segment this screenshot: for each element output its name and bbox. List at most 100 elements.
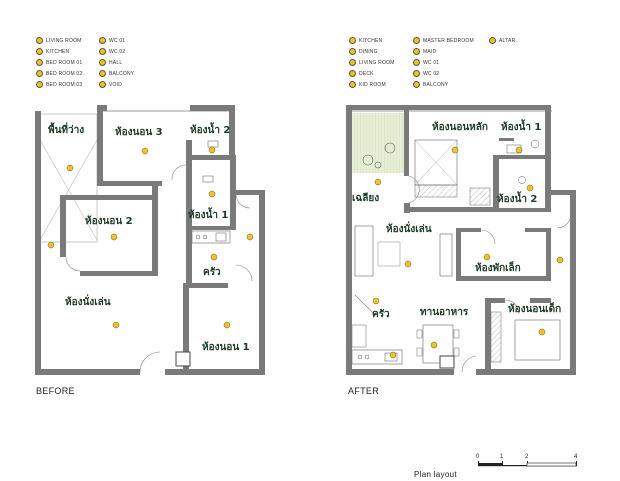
room-marker-icon: [556, 256, 564, 264]
legend-item: BED ROOM 02: [36, 70, 82, 78]
door-swing: [556, 213, 572, 229]
door-swing: [354, 294, 376, 316]
stove-icon: [202, 234, 208, 240]
cabinet: [469, 187, 491, 206]
room-marker-icon: [430, 341, 438, 349]
legend-item: BED ROOM 01: [36, 59, 82, 67]
legend-item: KITCHEN: [349, 37, 382, 45]
chair-icon: [453, 329, 460, 339]
legend-marker-icon: [413, 81, 420, 88]
legend-item: MASTER BEDROOM: [413, 37, 474, 45]
legend-marker-icon: [413, 70, 420, 77]
scale-tick-label: 2: [525, 454, 529, 460]
after-plan: ห้องนอนหลัก ห้องน้ำ 1 เฉลียง ห้องน้ำ 2 ห…: [346, 105, 576, 375]
legend-marker-icon: [99, 81, 106, 88]
room-label-deck: เฉลียง: [352, 192, 379, 204]
room-marker-icon: [389, 351, 397, 359]
utility-box: [439, 355, 455, 369]
room-label-master: ห้องนอนหลัก: [432, 121, 488, 133]
scale-title: Plan layout: [414, 470, 457, 479]
legend-marker-icon: [36, 70, 43, 77]
door-swing: [461, 355, 477, 373]
legend-item: HALL: [99, 59, 122, 67]
room-label-maid: ห้องพักเล็ก: [475, 260, 521, 274]
room-label-bed2: ห้องนอน 2: [85, 215, 133, 227]
side-table-icon: [374, 161, 382, 169]
legend-item: WC 02: [99, 48, 125, 56]
after-walls: [346, 105, 576, 375]
room-marker-icon: [404, 260, 412, 268]
legend-marker-icon: [99, 37, 106, 44]
legend-item: DINING: [349, 48, 378, 56]
room-marker-icon: [526, 184, 534, 192]
room-label-dining: ทานอาหาร: [420, 307, 469, 318]
toilet-icon: [530, 139, 540, 149]
deck-planting: [352, 113, 404, 173]
legend-item: BALCONY: [99, 70, 134, 78]
door-swing: [480, 229, 496, 245]
legend-marker-icon: [413, 48, 420, 55]
legend-item: LIVING ROOM: [349, 59, 395, 67]
legend-marker-icon: [349, 81, 356, 88]
coffee-table: [377, 241, 401, 267]
scale-tick-label: 4: [574, 454, 578, 460]
deck-chair-icon: [384, 142, 396, 154]
legend-marker-icon: [489, 37, 496, 44]
room-marker-icon: [66, 164, 74, 172]
before-markers: [47, 146, 254, 329]
room-marker-icon: [208, 146, 216, 154]
legend-marker-icon: [36, 81, 43, 88]
door-swing: [408, 175, 420, 204]
room-marker-icon: [112, 321, 120, 329]
room-label-living: ห้องนั่งเล่น: [386, 221, 432, 235]
toilet-icon: [202, 175, 214, 183]
legend-item: KID ROOM: [349, 81, 386, 89]
legend-marker-icon: [349, 70, 356, 77]
legend-marker-icon: [36, 48, 43, 55]
legend-marker-icon: [413, 59, 420, 66]
room-label-wc1: ห้องน้ำ 1: [501, 119, 541, 133]
scale-tick-label: 1: [500, 454, 504, 460]
legend-item: BALCONY: [413, 81, 448, 89]
legend-item: LIVING ROOM: [36, 37, 82, 45]
legend-marker-icon: [349, 48, 356, 55]
room-label-bed1: ห้องนอน 1: [202, 341, 250, 353]
deck-chair-icon: [362, 154, 374, 166]
room-label-kitchen: ครัว: [203, 266, 221, 278]
legend-item: KITCHEN: [36, 48, 69, 56]
door-swing: [139, 351, 161, 373]
utility-box: [175, 351, 191, 367]
stove-icon: [364, 354, 370, 360]
room-marker-icon: [141, 147, 149, 155]
toilet-icon: [518, 176, 526, 184]
stove-icon: [357, 354, 363, 360]
kitchen-counter: [191, 230, 231, 244]
room-marker-icon: [210, 253, 218, 261]
door-swing: [171, 164, 187, 181]
before-caption: BEFORE: [36, 386, 75, 396]
legend-item: WC 01: [99, 37, 125, 45]
scale-bar: [478, 461, 577, 467]
legend-marker-icon: [99, 59, 106, 66]
legend-marker-icon: [349, 37, 356, 44]
chair-icon: [416, 329, 423, 339]
toilet-icon: [207, 140, 219, 148]
room-marker-icon: [538, 328, 546, 336]
room-label-wc2: ห้องน้ำ 2: [190, 122, 230, 136]
room-marker-icon: [374, 178, 382, 186]
room-marker-icon: [246, 233, 254, 241]
room-label-wc2: ห้องน้ำ 2: [497, 191, 537, 205]
legend-marker-icon: [413, 37, 420, 44]
kid-wardrobe: [490, 311, 502, 363]
legend-marker-icon: [36, 37, 43, 44]
room-marker-icon: [515, 146, 523, 154]
stove-icon: [195, 234, 201, 240]
legend-marker-icon: [99, 70, 106, 77]
room-label-kid: ห้องนอนเด็ก: [508, 301, 561, 315]
legend-item: ALTAR: [489, 37, 515, 45]
room-label-void: พื้นที่ว่าง: [48, 122, 84, 136]
room-marker-icon: [208, 190, 216, 198]
room-label-living: ห้องนั่งเล่น: [65, 294, 111, 308]
legend-marker-icon: [99, 48, 106, 55]
